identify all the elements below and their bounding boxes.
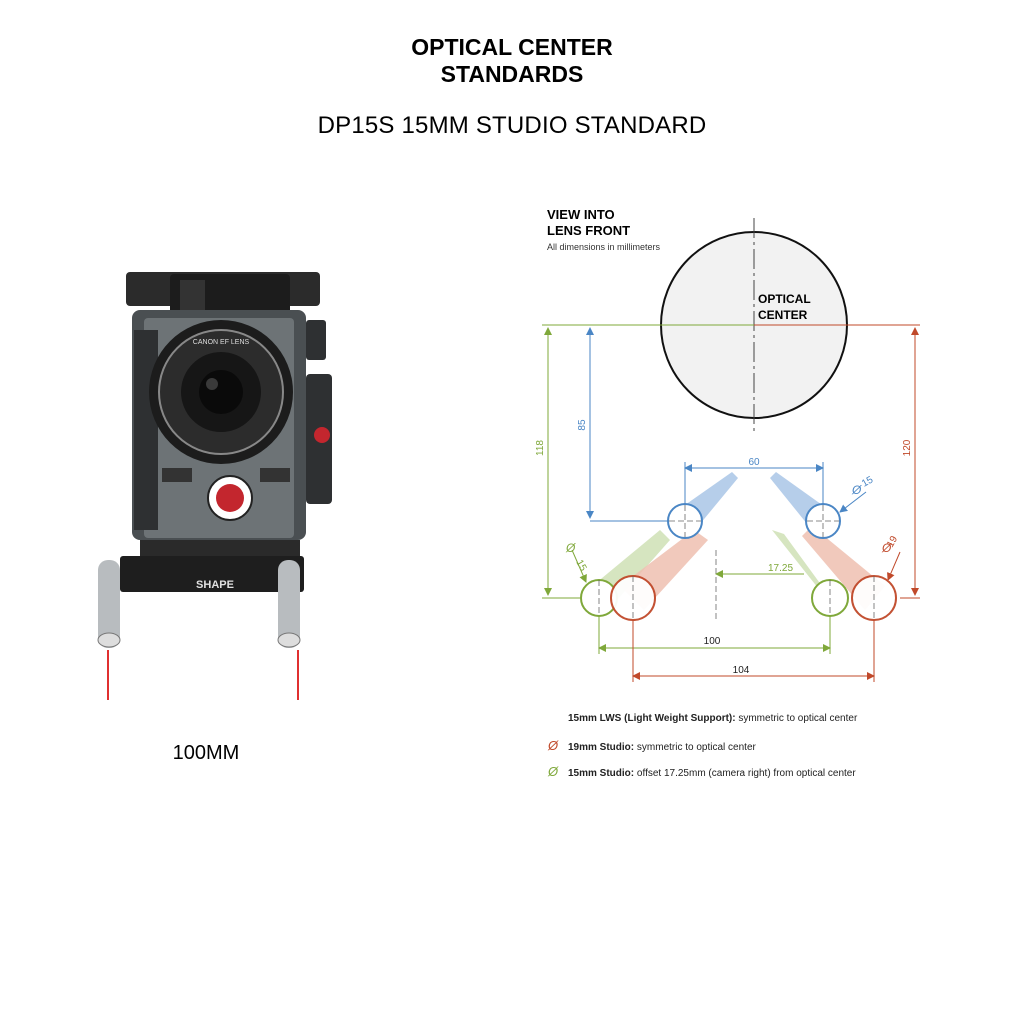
optical-center-label-line1: OPTICAL bbox=[758, 292, 811, 306]
dim-d15-green-label: 15 bbox=[573, 558, 588, 574]
dim-118-label: 118 bbox=[535, 440, 546, 456]
view-title-line1: VIEW INTO bbox=[547, 207, 615, 222]
legend-15-text: offset 17.25mm (camera right) from optic… bbox=[634, 768, 856, 779]
legend-19-text: symmetric to optical center bbox=[634, 742, 756, 753]
legend-15-studio: Ø 15mm Studio: offset 17.25mm (camera rig… bbox=[548, 764, 856, 780]
rod-spacing-label: 100MM bbox=[172, 742, 240, 764]
svg-text:Ø: Ø bbox=[565, 541, 576, 555]
legend-15-bold: 15mm Studio: bbox=[568, 768, 635, 779]
svg-text:Ø: Ø bbox=[881, 541, 892, 555]
dimensions-note: All dimensions in millimeters bbox=[547, 242, 661, 252]
baseplate bbox=[120, 556, 304, 592]
dim-100-label: 100 bbox=[704, 636, 721, 647]
lens-text: CANON EF LENS bbox=[193, 339, 250, 346]
dim-d19-label: 19 bbox=[885, 534, 900, 550]
legend-19-symbol: Ø bbox=[548, 738, 559, 753]
optical-center-diagram: OPTICAL CENTER 118 85 120 60 17.25 100 bbox=[535, 218, 920, 682]
record-button bbox=[216, 484, 244, 512]
legend-19-studio: Ø 19mm Studio: symmetric to optical cente… bbox=[548, 738, 756, 754]
dim-120-label: 120 bbox=[902, 439, 913, 456]
shape-logo: SHAPE bbox=[196, 579, 234, 591]
camera-rig-illustration: CANON EF LENS SHAPE bbox=[97, 272, 332, 700]
legend-lws-text: symmetric to optical center bbox=[735, 713, 858, 724]
dim-60-label: 60 bbox=[748, 457, 760, 468]
page-title-line1: OPTICAL CENTER bbox=[411, 34, 613, 60]
dim-d15-blue-label: 15 bbox=[860, 474, 876, 489]
dim-17-25-label: 17.25 bbox=[768, 563, 793, 574]
page-subtitle: DP15S 15MM STUDIO STANDARD bbox=[317, 112, 707, 139]
dim-104-label: 104 bbox=[733, 665, 750, 676]
optical-center-label-line2: CENTER bbox=[758, 308, 808, 322]
rod-left bbox=[98, 560, 120, 648]
view-title-line2: LENS FRONT bbox=[547, 223, 631, 238]
legend-lws-bold: 15mm LWS (Light Weight Support): bbox=[568, 713, 736, 724]
rod-right bbox=[278, 560, 300, 648]
legend-15-symbol: Ø bbox=[548, 764, 559, 779]
dim-85-label: 85 bbox=[577, 419, 588, 431]
page-title-line2: STANDARDS bbox=[440, 61, 584, 87]
svg-text:Ø: Ø bbox=[851, 483, 862, 497]
legend-lws: 15mm LWS (Light Weight Support): symmetr… bbox=[568, 711, 857, 727]
legend-19-bold: 19mm Studio: bbox=[568, 742, 635, 753]
